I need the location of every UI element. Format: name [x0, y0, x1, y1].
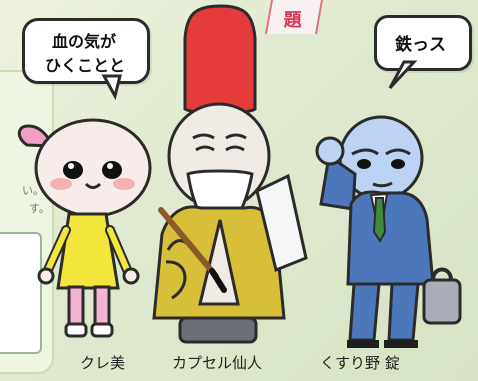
character-name-kuremi: クレ美 — [80, 354, 126, 372]
speech-bubble-right: 鉄っス — [374, 15, 472, 71]
left-snippet-1: い。 — [22, 184, 44, 197]
character-name-capsule-sennin: カプセル仙人 — [172, 354, 263, 372]
left-snippet-2: す。 — [29, 202, 50, 215]
character-kuremi — [17, 118, 152, 338]
speech-right-text: 鉄っス — [395, 35, 446, 55]
left-box — [0, 232, 42, 354]
bubble-tail-right — [388, 60, 418, 90]
character-kusurino-jo — [315, 115, 462, 348]
speech-bubble-left: 血の気が ひくことと — [22, 18, 150, 84]
bubble-tail-left — [101, 74, 122, 101]
speech-line-2: ひくことと — [45, 56, 126, 75]
character-capsule-sennin — [152, 4, 308, 344]
character-name-kusurino-jo: くすり野 錠 — [320, 354, 400, 372]
speech-line-1: 血の気が — [52, 32, 117, 51]
